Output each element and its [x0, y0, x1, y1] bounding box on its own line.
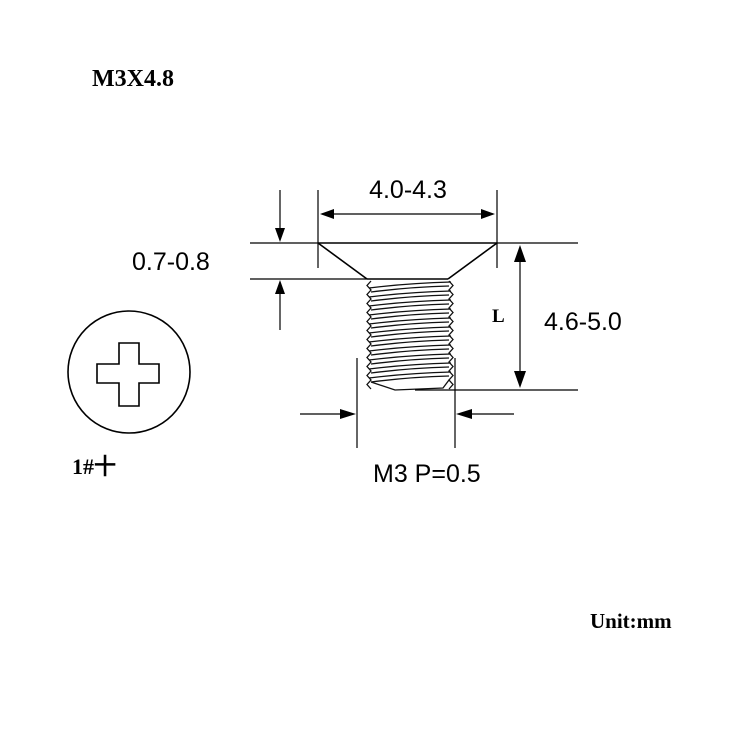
unit-label: Unit:mm — [590, 609, 672, 633]
head-diameter-label: 4.0-4.3 — [369, 176, 447, 204]
length-symbol: L — [492, 306, 505, 327]
screw-thread — [366, 280, 454, 391]
head-diameter-dimension — [317, 190, 498, 268]
head-height-label: 0.7-0.8 — [132, 248, 210, 276]
thread-spec-label: M3 P=0.5 — [373, 460, 481, 488]
length-dimension — [415, 242, 578, 391]
screw-head — [317, 242, 498, 280]
phillips-head-top-view — [67, 310, 191, 434]
phillips-cross-icon — [96, 342, 160, 407]
head-height-dimension — [250, 190, 367, 330]
drive-type-label: 1#十 — [72, 454, 116, 479]
length-range-label: 4.6-5.0 — [544, 308, 622, 336]
thread-diameter-dimension — [300, 358, 514, 448]
part-title: M3X4.8 — [92, 66, 174, 92]
